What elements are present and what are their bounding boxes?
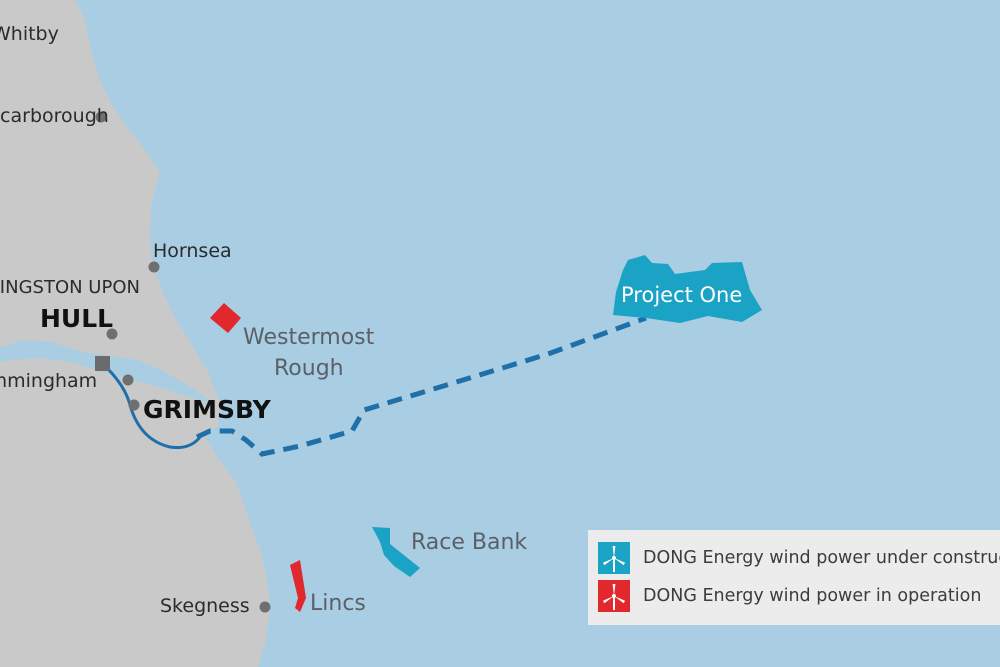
legend-label-operation: DONG Energy wind power in operation xyxy=(643,586,982,606)
onshore-cable xyxy=(101,362,202,449)
legend: DONG Energy wind power under constructio… xyxy=(588,530,1000,625)
land-mass xyxy=(0,0,270,667)
city-label-grimsby: GRIMSBY xyxy=(143,395,271,424)
dot-scarborough xyxy=(95,111,107,123)
project-one-area xyxy=(613,255,762,323)
turbine-icon xyxy=(598,580,630,612)
dot-hornsea xyxy=(148,261,160,273)
town-label-scarborough: Scarborough xyxy=(0,105,109,127)
town-label-skegness: Skegness xyxy=(160,595,250,617)
city-label-hull: HULL xyxy=(40,304,114,333)
dot-immingham xyxy=(122,374,134,386)
farm-label-westermost: Westermost xyxy=(243,325,375,350)
turbine-icon xyxy=(598,542,630,574)
dot-skegness xyxy=(259,601,271,613)
farm-label-rough: Rough xyxy=(274,356,344,381)
race-bank-area xyxy=(372,527,420,577)
town-label-hornsea: Hornsea xyxy=(153,240,232,262)
dot-hull xyxy=(106,328,118,340)
town-label-kingston: KINGSTON UPON xyxy=(0,277,140,298)
farm-label-race-bank: Race Bank xyxy=(411,530,528,555)
legend-label-construction: DONG Energy wind power under constructio… xyxy=(643,548,1000,568)
lincs-area xyxy=(290,560,306,612)
westermost-rough-area xyxy=(210,303,241,333)
legend-item-operation: DONG Energy wind power in operation xyxy=(598,580,981,612)
farm-label-project-one: Project One xyxy=(621,283,743,307)
farm-label-lincs: Lincs xyxy=(310,591,366,616)
substation-marker xyxy=(95,356,110,371)
offshore-cable xyxy=(195,315,647,457)
town-label-whitby: Whitby xyxy=(0,23,59,45)
dot-grimsby xyxy=(128,399,140,411)
humber-estuary xyxy=(0,340,214,404)
legend-item-construction: DONG Energy wind power under constructio… xyxy=(598,542,1000,574)
town-label-immingham: Immingham xyxy=(0,370,98,392)
